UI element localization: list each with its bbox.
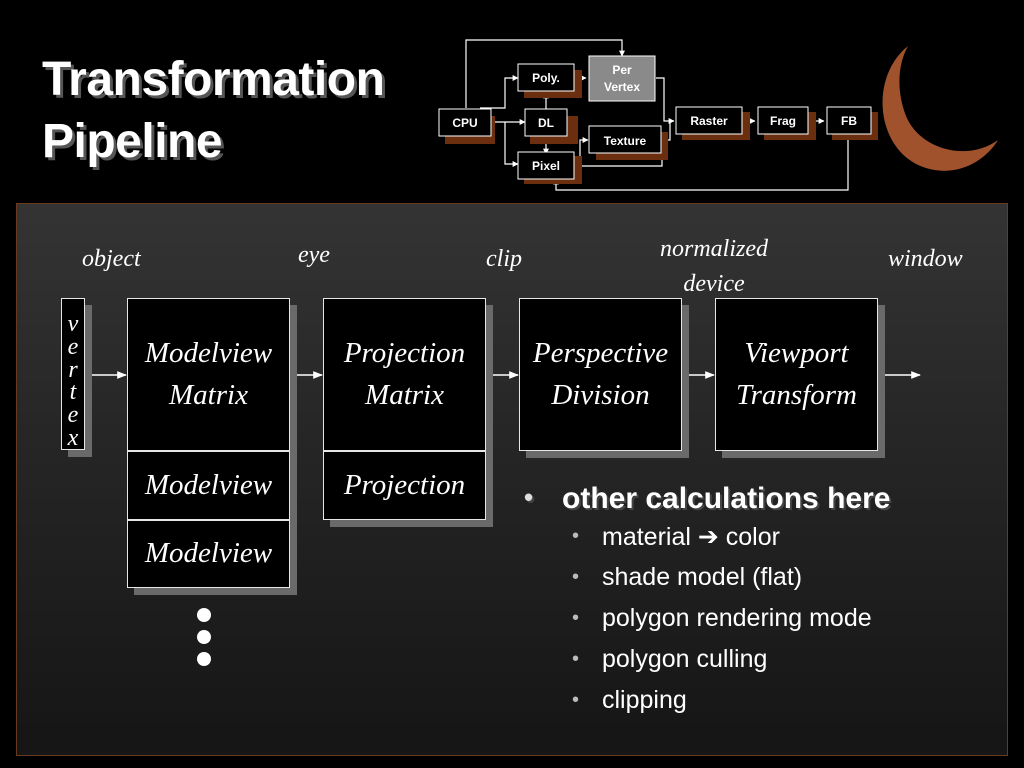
modelview-stack-label: Modelview <box>144 468 273 501</box>
dl-label: DL <box>538 116 554 130</box>
right-arrow-icon: ➔ <box>697 521 719 551</box>
bullet-dot-icon: • <box>572 525 580 547</box>
ellipsis-dot <box>197 630 211 644</box>
ellipsis-dot <box>197 652 211 666</box>
perspective-line-1: Perspective <box>532 337 669 370</box>
bullet-list: • other calculations here • material ➔ c… <box>524 482 984 721</box>
projection-line-2: Matrix <box>365 378 444 411</box>
modelview-stack-item: Modelview <box>127 520 290 588</box>
label-normalized: normalized <box>660 236 768 262</box>
perspective-line-2: Division <box>551 378 650 411</box>
projection-stack-item: Projection <box>323 451 486 520</box>
vertex-letter: x <box>67 424 79 451</box>
per-vertex-node <box>588 55 656 102</box>
frag-label: Frag <box>770 114 796 128</box>
frag-node <box>757 106 809 135</box>
ellipsis-dot <box>197 608 211 622</box>
raster-label: Raster <box>690 114 728 128</box>
pixel-node <box>517 151 575 180</box>
modelview-line-2: Matrix <box>169 378 248 411</box>
material-text: material <box>602 522 698 551</box>
sub-bullet: • polygon culling <box>524 639 984 680</box>
bullet-dot-icon: • <box>572 607 580 629</box>
sub-bullet-text: polygon culling <box>602 645 768 673</box>
dl-node <box>524 108 568 137</box>
main-bullet-text: other calculations here <box>562 482 891 515</box>
bullet-dot-icon: • <box>572 689 580 711</box>
fb-label: FB <box>841 114 857 128</box>
main-bullet: • other calculations here <box>524 482 984 516</box>
label-window: window <box>888 246 963 272</box>
bullet-dot-icon: • <box>572 566 580 588</box>
sub-bullet: • clipping <box>524 680 984 721</box>
title-line-1: Transformation <box>42 53 385 106</box>
pixel-label: Pixel <box>532 159 560 173</box>
bullet-dot-icon: • <box>524 482 534 512</box>
viewport-line-2: Transform <box>736 378 857 411</box>
sub-bullet-text: shade model (flat) <box>602 563 803 591</box>
sub-bullet-text: clipping <box>602 686 687 714</box>
label-eye: eye <box>298 242 330 268</box>
fb-node <box>826 106 872 135</box>
viewport-line-1: Viewport <box>744 337 849 370</box>
modelview-stack-label: Modelview <box>144 537 273 570</box>
label-device: device <box>683 270 745 297</box>
projection-line-1: Projection <box>343 337 466 370</box>
title-line-2: Pipeline <box>42 115 223 168</box>
vertex-letter: e <box>67 333 79 360</box>
cpu-node <box>438 108 492 137</box>
vertex-letter: r <box>68 356 78 383</box>
bullet-dot-icon: • <box>572 648 580 670</box>
sub-bullet-text: material ➔ color <box>602 522 780 552</box>
poly-node <box>517 63 575 92</box>
sub-bullet: • polygon rendering mode <box>524 598 984 639</box>
color-text: color <box>718 522 780 551</box>
overview-pipeline-diagram: CPU DL Poly. Per Vertex Pixel Texture Ra… <box>438 39 878 191</box>
label-object: object <box>82 246 141 272</box>
label-normalized-device: normalized device <box>644 232 784 302</box>
vertex-letter: t <box>69 379 77 406</box>
projection-stack-label: Projection <box>343 468 466 501</box>
label-clip: clip <box>486 246 522 272</box>
texture-node <box>588 125 662 154</box>
sub-bullet-text: polygon rendering mode <box>602 604 872 632</box>
vertex-label: Vertex <box>604 80 640 94</box>
vertex-letter: e <box>67 402 79 429</box>
modelview-line-1: Modelview <box>144 337 273 370</box>
modelview-stack-item: Modelview <box>127 451 290 520</box>
cpu-label: CPU <box>452 116 477 130</box>
sub-bullet: • material ➔ color <box>524 516 984 557</box>
sub-bullet-list: • material ➔ color • shade model (flat) … <box>524 516 984 721</box>
vertex-box: v e r t e x <box>61 298 85 450</box>
sub-bullet: • shade model (flat) <box>524 557 984 598</box>
poly-label: Poly. <box>532 71 560 85</box>
crescent-moon-icon <box>882 46 998 171</box>
texture-label: Texture <box>604 134 647 148</box>
per-label: Per <box>612 63 632 77</box>
raster-node <box>675 106 743 135</box>
vertex-letter: v <box>67 311 79 337</box>
